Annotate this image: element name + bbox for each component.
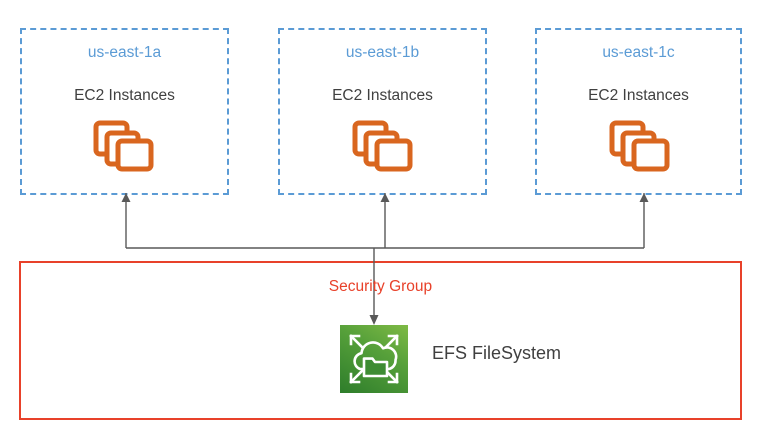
security-group-label: Security Group <box>328 278 433 295</box>
ec2-instances-icon[interactable] <box>352 120 414 172</box>
availability-zone-label-us-east-1c: us-east-1c <box>602 44 675 61</box>
resource-label-ec2-instances-us-east-1b: EC2 Instances <box>332 87 433 104</box>
availability-zone-box-us-east-1c[interactable] <box>535 28 742 195</box>
availability-zone-label-us-east-1b: us-east-1b <box>345 44 420 61</box>
availability-zone-label-us-east-1a: us-east-1a <box>87 44 162 61</box>
efs-filesystem-icon[interactable] <box>340 325 408 393</box>
ec2-instances-icon[interactable] <box>609 120 671 172</box>
resource-label-ec2-instances-us-east-1a: EC2 Instances <box>74 87 175 104</box>
ec2-instances-icon[interactable] <box>93 120 155 172</box>
efs-filesystem-label: EFS FileSystem <box>432 343 562 363</box>
security-group-box[interactable] <box>19 261 742 420</box>
resource-label-ec2-instances-us-east-1c: EC2 Instances <box>588 87 689 104</box>
